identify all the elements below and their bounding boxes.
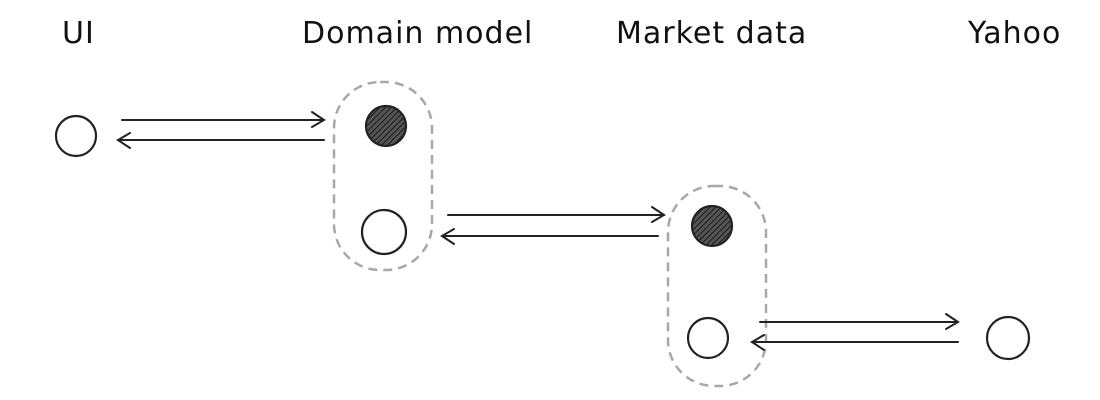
- link-domain-market: [440, 206, 666, 245]
- column-label-ui: UI: [62, 16, 95, 51]
- ui-node: [54, 114, 98, 158]
- column-label-market-data: Market data: [616, 16, 808, 51]
- column-label-domain-model: Domain model: [302, 16, 534, 51]
- market-data-group: [666, 184, 768, 388]
- domain-model-group: [332, 80, 434, 272]
- domain-upper-node: [364, 104, 408, 148]
- column-label-yahoo: Yahoo: [968, 16, 1062, 51]
- yahoo-node: [985, 315, 1031, 361]
- market-upper-node: [690, 204, 734, 248]
- link-market-yahoo: [750, 313, 960, 351]
- market-lower-node: [686, 316, 730, 360]
- domain-lower-node: [360, 208, 408, 256]
- link-ui-domain: [116, 111, 326, 149]
